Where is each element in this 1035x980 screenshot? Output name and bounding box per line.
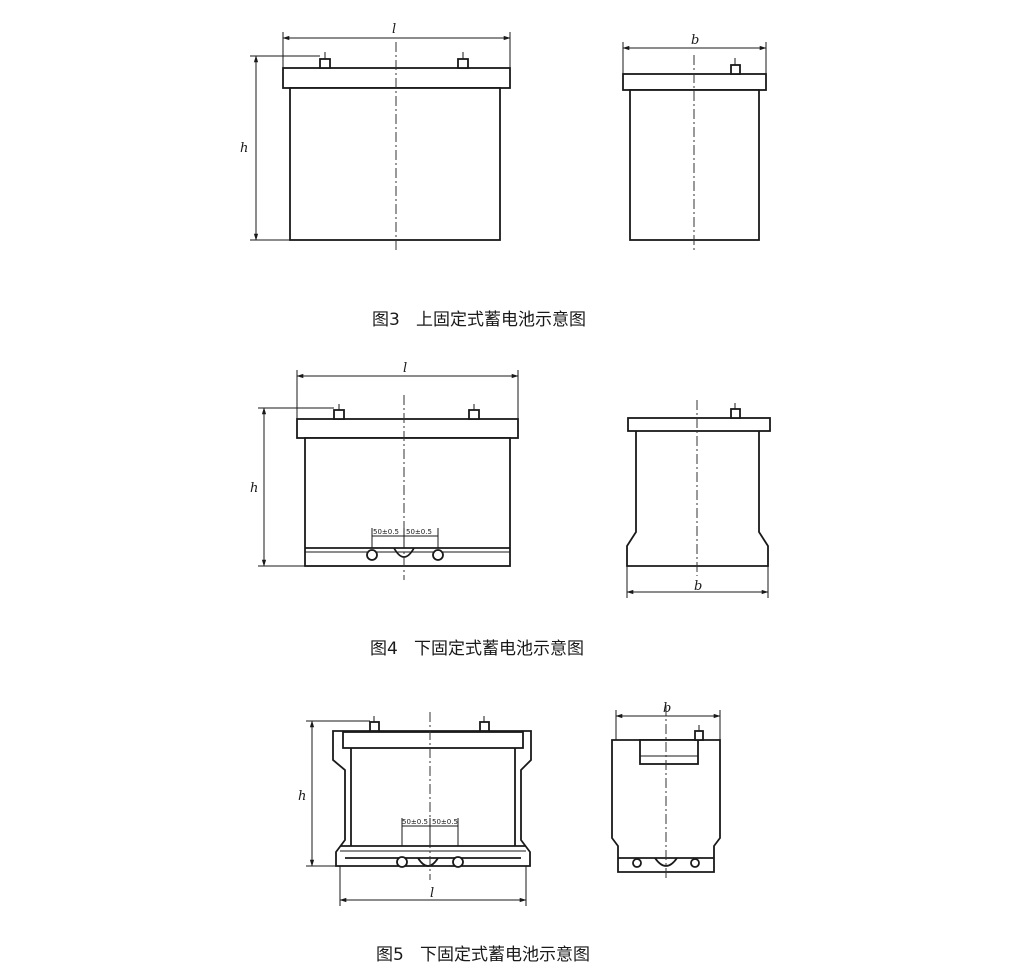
- terminal-icon: [333, 409, 345, 420]
- figure-5-side-view: b: [611, 701, 721, 880]
- dim-width-label: b: [694, 579, 702, 594]
- spacing-right-label: 50±0.5: [432, 818, 458, 826]
- terminal-icon: [369, 721, 380, 732]
- terminal-icon: [730, 64, 741, 75]
- terminal-icon: [319, 58, 331, 69]
- figure-5-caption: 图5 下固定式蓄电池示意图: [376, 945, 591, 965]
- dim-length-label: l: [430, 886, 434, 901]
- dim-length-label: l: [403, 361, 407, 376]
- terminal-icon: [468, 409, 480, 420]
- terminal-icon: [457, 58, 469, 69]
- figure-3-side-view: b: [622, 33, 767, 250]
- figure-4-side-view: b: [626, 400, 771, 598]
- dim-height-label: h: [250, 481, 258, 496]
- spacing-right-label: 50±0.5: [406, 528, 432, 536]
- terminal-icon: [730, 408, 741, 419]
- dim-width-label: b: [691, 33, 699, 48]
- figure-4-front-view: l h 50±0.5 50±0.5: [250, 361, 519, 580]
- spacing-left-label: 50±0.5: [373, 528, 399, 536]
- dim-height-label: h: [298, 789, 306, 804]
- dim-length-label: l: [392, 22, 396, 37]
- dim-height-label: h: [240, 141, 248, 156]
- dim-width-label: b: [663, 701, 671, 716]
- spacing-left-label: 50±0.5: [402, 818, 428, 826]
- figure-3-caption: 图3 上固定式蓄电池示意图: [372, 310, 587, 330]
- figure-4-caption: 图4 下固定式蓄电池示意图: [370, 639, 585, 659]
- figure-3-front-view: l h: [240, 22, 511, 252]
- figure-5-front-view: h l 50±0.5 50±0.5: [298, 712, 532, 906]
- terminal-icon: [479, 721, 490, 732]
- terminal-icon: [694, 730, 704, 741]
